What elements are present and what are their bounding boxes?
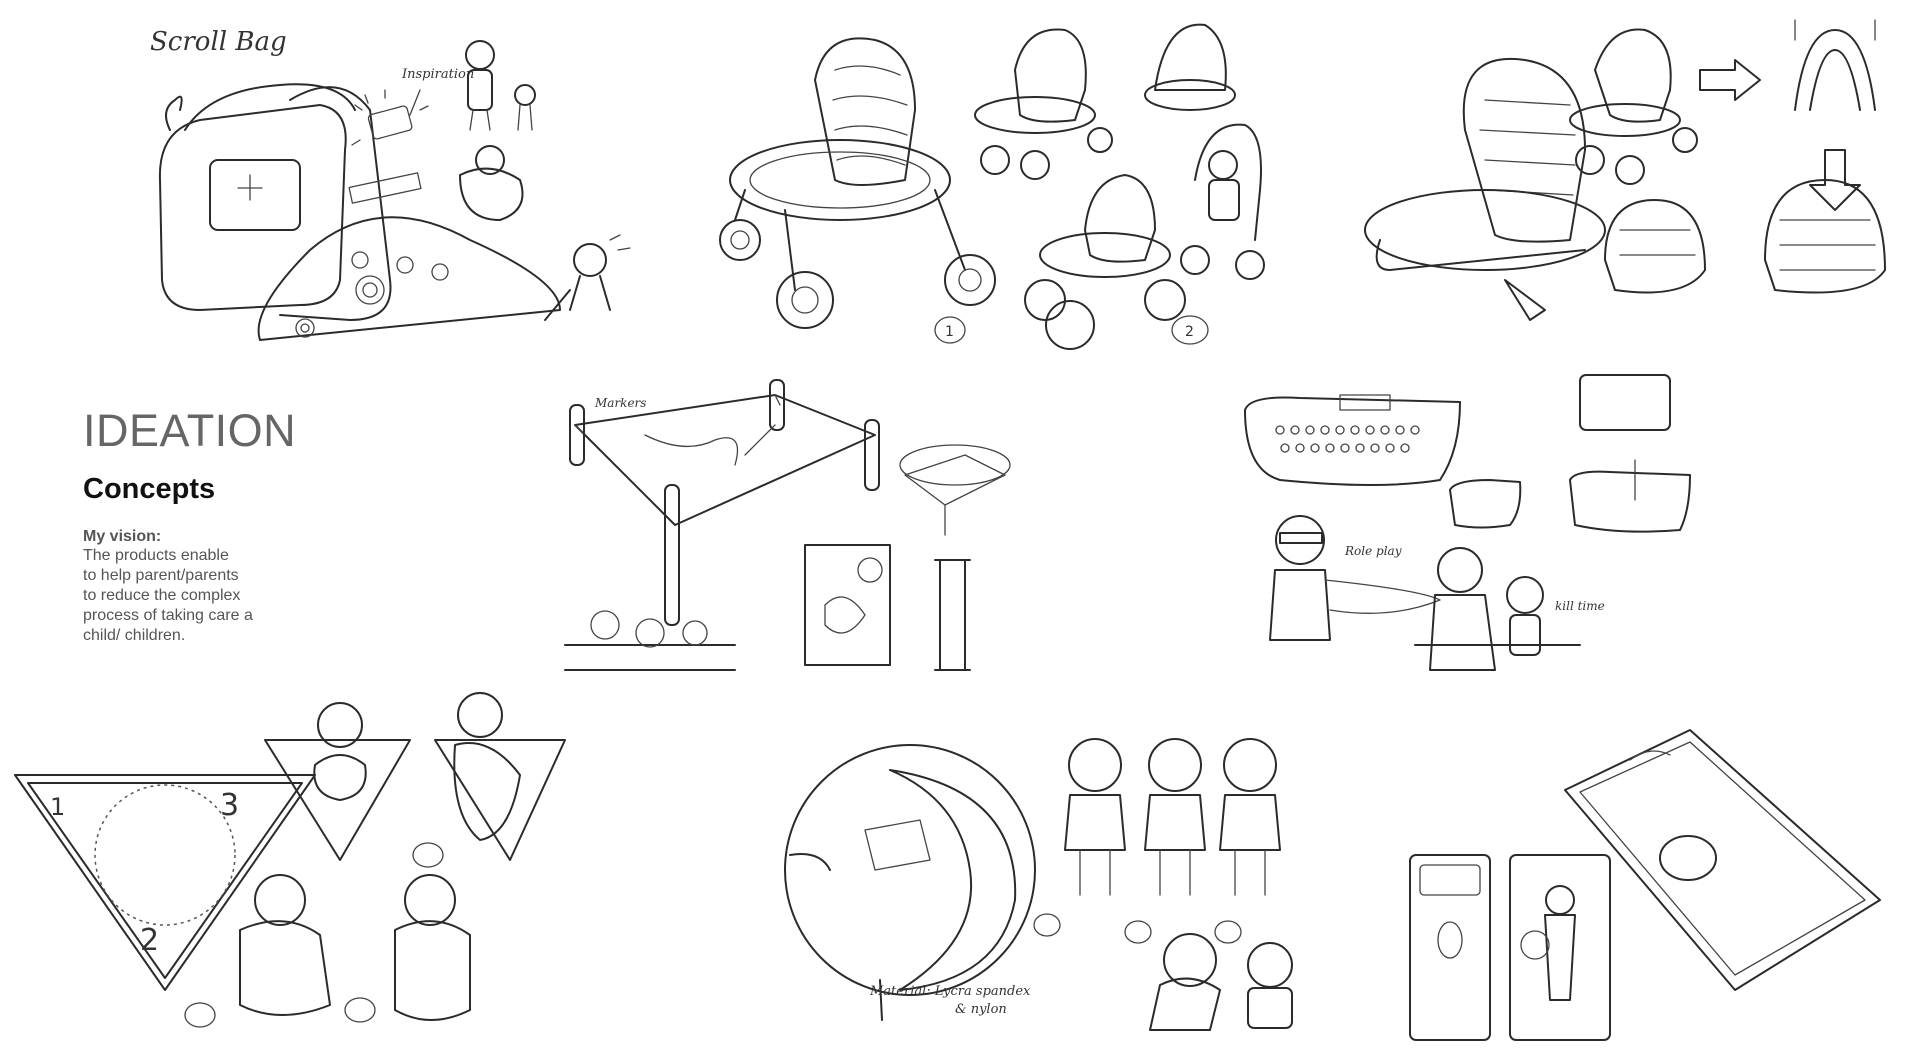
scroll-bag-label: Scroll Bag bbox=[150, 27, 287, 57]
stroller-step-2: 2 bbox=[1185, 324, 1194, 340]
swaddle-corner-1: 1 bbox=[50, 793, 65, 821]
page-subtitle: Concepts bbox=[83, 473, 216, 505]
material-label-line2: & nylon bbox=[955, 1002, 1007, 1017]
vision-text-line: to reduce the complex bbox=[83, 587, 241, 604]
stroller-backpack-sketch bbox=[1355, 10, 1900, 340]
baby-bed-sketch bbox=[1390, 700, 1900, 1050]
face-visor-sketch: Role play kill time bbox=[1240, 370, 1740, 690]
baby-carrier-sketch: Material: Lycra spandex & nylon bbox=[770, 720, 1310, 1050]
material-label-line1: Material: Lycra spandex bbox=[869, 984, 1031, 999]
kill-time-label: kill time bbox=[1555, 599, 1605, 613]
swaddle-corner-3: 3 bbox=[220, 788, 239, 823]
vision-text-line: process of taking care a bbox=[83, 607, 253, 624]
vision-label: My vision: bbox=[83, 528, 162, 545]
scroll-bag-sketch: Scroll Bag Inspiration bbox=[140, 10, 660, 360]
markers-label: Markers bbox=[594, 396, 646, 410]
vision-text-line: to help parent/parents bbox=[83, 567, 239, 584]
playpen-sketch: Markers bbox=[545, 375, 1015, 695]
role-play-label: Role play bbox=[1344, 544, 1402, 558]
concept-text-block: IDEATION Concepts My vision: The product… bbox=[83, 408, 313, 646]
vision-text-line: The products enable bbox=[83, 547, 229, 564]
swaddle-corner-2: 2 bbox=[140, 923, 159, 958]
swaddle-sketch: 1 3 2 bbox=[10, 685, 570, 1045]
inspiration-label: Inspiration bbox=[401, 67, 474, 82]
vision-text-line: child/ children. bbox=[83, 627, 186, 644]
page-title: IDEATION bbox=[83, 405, 297, 456]
stroller-step-1: 1 bbox=[945, 324, 954, 340]
stroller-sketch: 1 2 bbox=[719, 10, 1270, 360]
